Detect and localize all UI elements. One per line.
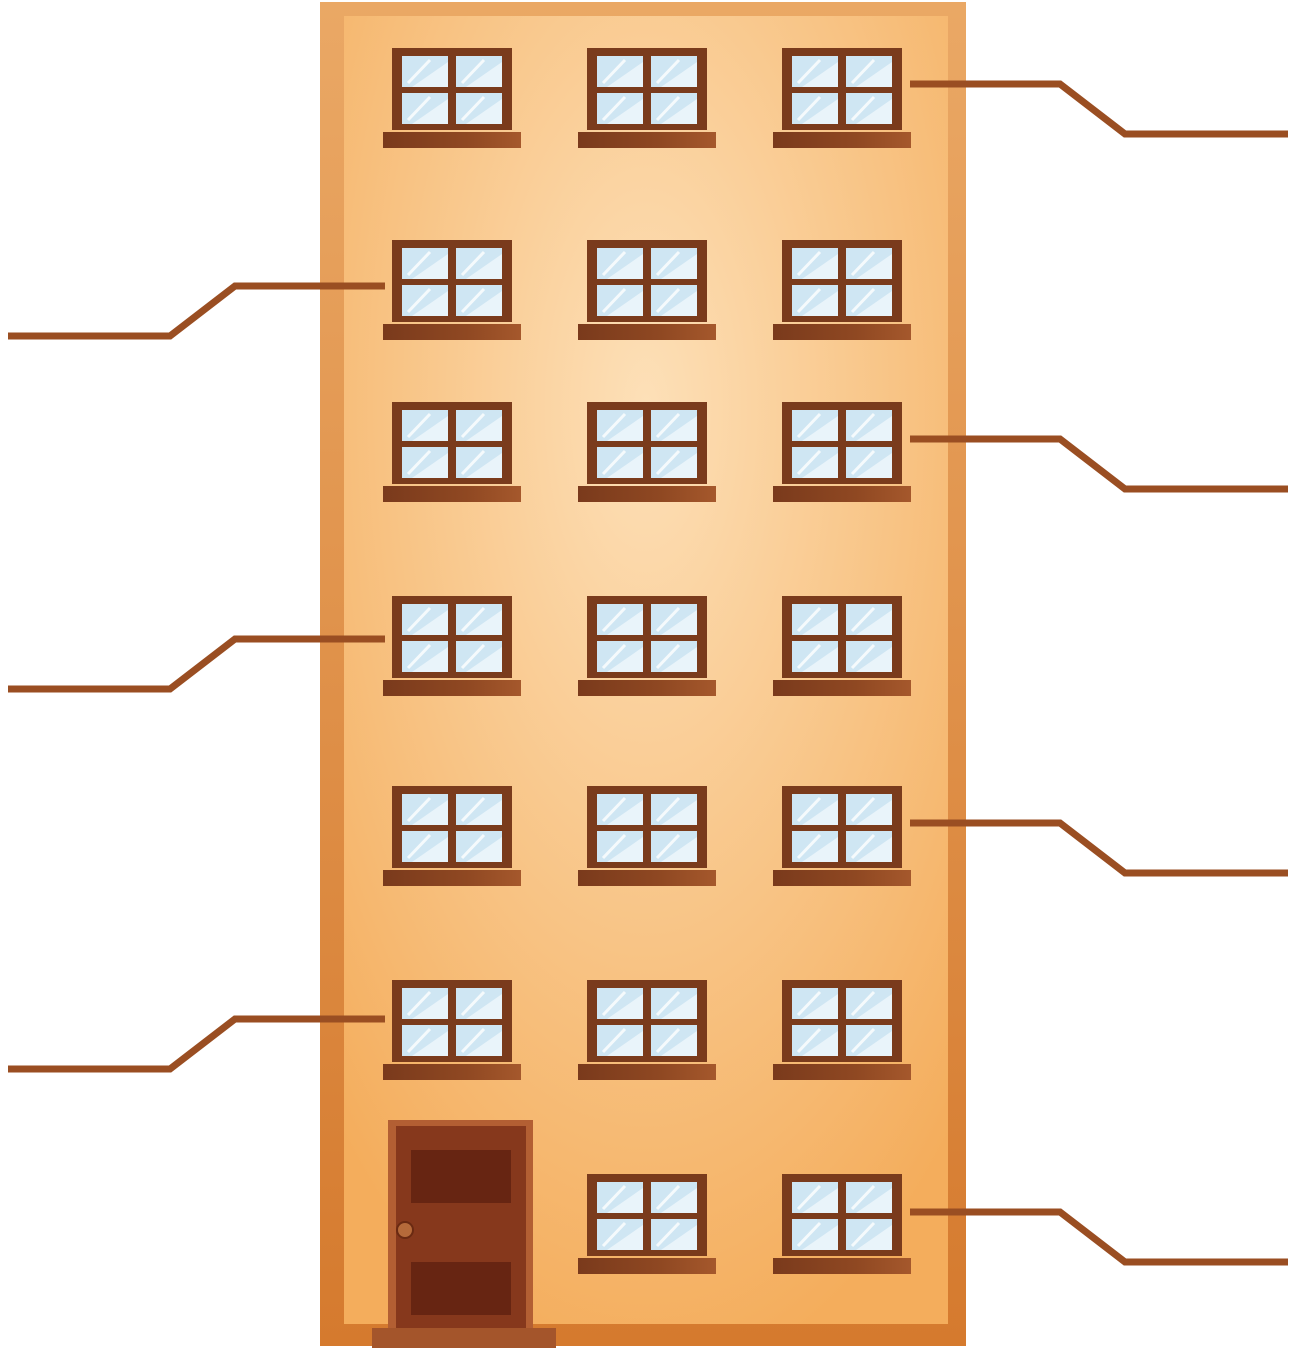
window-sill [383, 680, 521, 696]
window-sill [383, 1064, 521, 1080]
window [383, 786, 521, 886]
window-sill [773, 1258, 911, 1274]
window [383, 240, 521, 340]
window [773, 980, 911, 1080]
door-panel-top [411, 1150, 511, 1203]
door-step [372, 1328, 556, 1348]
window [773, 402, 911, 502]
right-callout-floor-7 [910, 1212, 1288, 1262]
window [578, 402, 716, 502]
window [773, 240, 911, 340]
window [578, 48, 716, 148]
right-callout-floor-5 [910, 823, 1288, 873]
window-sill [383, 324, 521, 340]
window [578, 1174, 716, 1274]
window-sill [578, 680, 716, 696]
window [578, 596, 716, 696]
right-callout-floor-3 [910, 439, 1288, 489]
window [383, 596, 521, 696]
window [578, 240, 716, 340]
window [773, 1174, 911, 1274]
window [578, 980, 716, 1080]
door [372, 1120, 556, 1348]
window-sill [578, 1064, 716, 1080]
window-sill [578, 132, 716, 148]
window [578, 786, 716, 886]
window-sill [773, 1064, 911, 1080]
window-sill [773, 132, 911, 148]
window-sill [773, 870, 911, 886]
window [383, 48, 521, 148]
window-sill [773, 680, 911, 696]
door-panel-bottom [411, 1262, 511, 1315]
window-sill [773, 324, 911, 340]
window-sill [578, 1258, 716, 1274]
window [383, 402, 521, 502]
window-sill [383, 870, 521, 886]
window [773, 48, 911, 148]
door-knob [397, 1222, 413, 1238]
window-sill [578, 324, 716, 340]
window [383, 980, 521, 1080]
window [773, 786, 911, 886]
right-callout-floor-1 [910, 84, 1288, 134]
window-sill [383, 486, 521, 502]
window-sill [578, 486, 716, 502]
window [773, 596, 911, 696]
window-sill [773, 486, 911, 502]
window-sill [578, 870, 716, 886]
window-sill [383, 132, 521, 148]
